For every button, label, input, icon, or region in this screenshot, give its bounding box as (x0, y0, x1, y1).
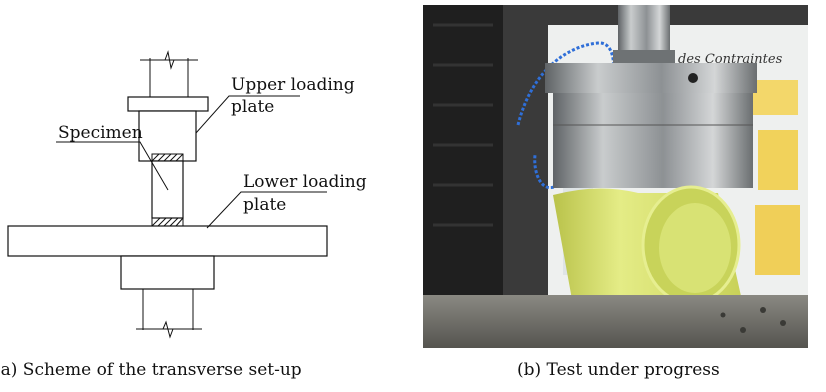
scheme-panel: Upper loading plate Specimen Lower loadi… (0, 0, 380, 345)
upper-plate-body (553, 93, 753, 188)
tube-inner (659, 203, 731, 293)
plate-screw (688, 73, 698, 83)
base-holes (720, 307, 786, 333)
lower-loading-plate (7, 225, 328, 257)
upper-plate-label-line1: Upper loading (231, 75, 355, 95)
lower-hatch-lines (151, 217, 184, 227)
lower-plate-label-line2: plate (243, 195, 286, 215)
lower-plate-label-line1: Lower loading (243, 172, 367, 192)
caption-b: (b) Test under progress (517, 360, 720, 380)
test-photo: des Contraintes (423, 5, 808, 348)
transverse-setup-scheme: Upper loading plate Specimen Lower loadi… (7, 50, 367, 339)
column-slats (433, 23, 493, 227)
upper-loading-plate (138, 110, 197, 162)
lower-block (120, 255, 215, 290)
specimen-label: Specimen (58, 123, 143, 143)
shaft-collar (613, 50, 675, 65)
test-photo-illustration: des Contraintes (423, 5, 808, 348)
lower-shaft (136, 289, 202, 339)
upper-cap (127, 96, 209, 112)
machine-column (423, 5, 503, 305)
upper-plate-rim (545, 63, 757, 93)
upper-hatch-lines (151, 153, 184, 162)
base-plate (423, 295, 808, 348)
leader-lines (56, 95, 327, 229)
air-hose (516, 41, 616, 189)
upper-plate-label-line2: plate (231, 97, 274, 117)
caption-a: (a) Scheme of the transverse set-up (0, 360, 302, 380)
upper-shaft (140, 50, 198, 97)
